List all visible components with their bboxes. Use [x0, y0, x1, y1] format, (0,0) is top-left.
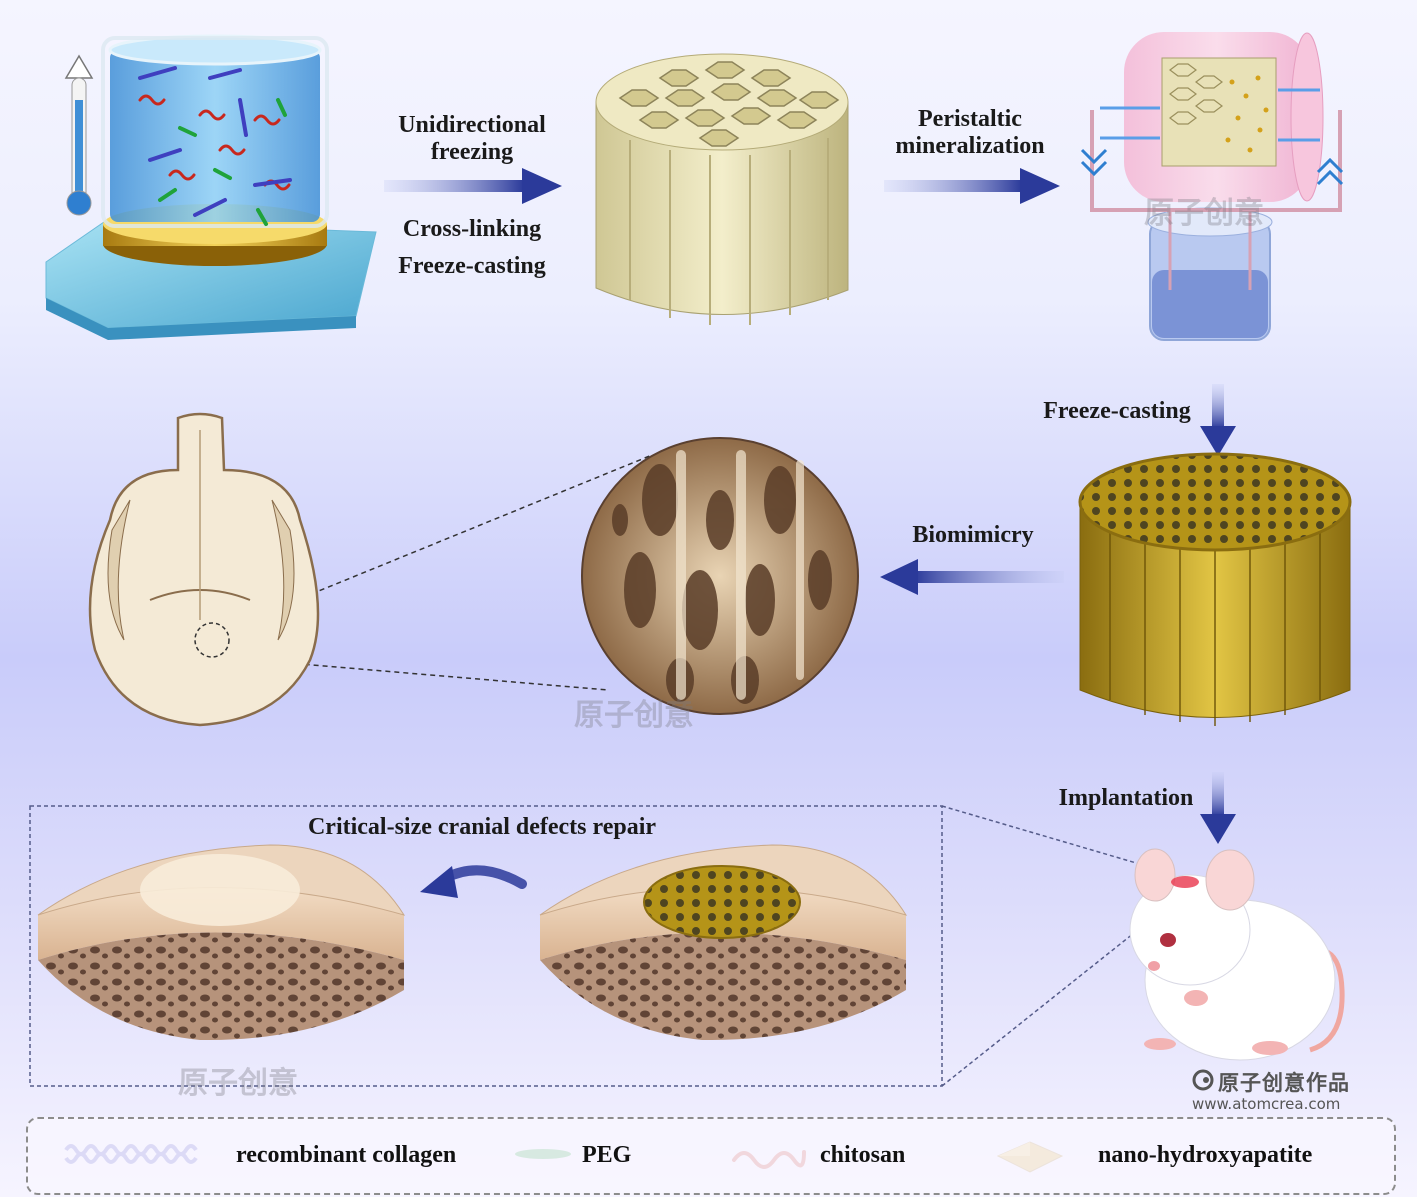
implanted-bone-slab-illustration: [539, 844, 908, 1040]
brand-logo: 原子创意作品 www.atomcrea.com: [1192, 1067, 1350, 1113]
mineralization-chamber-illustration: [1080, 32, 1344, 341]
honeycomb-scaffold-illustration: [595, 53, 849, 325]
arrow-right-icon: [884, 168, 1060, 204]
arrow-down-icon: [1200, 772, 1236, 844]
step-label-cross-linking: Cross-linking: [402, 216, 542, 242]
arrow-left-icon: [880, 559, 1064, 595]
watermark: 原子创意: [178, 1066, 298, 1101]
step-label-peristaltic-mineralization: Peristaltic mineralization: [895, 106, 1045, 159]
legend: [26, 1117, 1396, 1195]
legend-label-peg: PEG: [582, 1142, 632, 1168]
freezing-setup-illustration: [45, 34, 377, 340]
step-label-unidirectional-freezing: Unidirectional freezing: [398, 112, 546, 165]
step-label-freeze-casting: Freeze-casting: [398, 253, 546, 279]
curved-arrow-left-icon: [420, 865, 527, 898]
legend-label-chitosan: chitosan: [820, 1142, 906, 1168]
arrow-right-icon: [384, 168, 562, 204]
legend-label-hydroxyapatite: nano-hydroxyapatite: [1098, 1142, 1313, 1168]
bone-microstructure-illustration: [581, 437, 859, 715]
mineralized-scaffold-illustration: [1078, 452, 1352, 726]
skull-sketch-illustration: [88, 412, 320, 727]
legend-label-collagen: recombinant collagen: [236, 1142, 457, 1168]
step-label-freeze-casting-2: Freeze-casting: [1043, 398, 1191, 424]
mouse-illustration: [1129, 848, 1345, 1061]
thermometer-icon: [64, 54, 94, 216]
watermark: 原子创意: [1144, 196, 1264, 231]
step-label-biomimicry: Biomimicry: [912, 522, 1034, 548]
brand-name: 原子创意作品: [1218, 1071, 1350, 1095]
step-label-cranial-repair: Critical-size cranial defects repair: [307, 814, 657, 840]
step-label-implantation: Implantation: [1058, 785, 1194, 811]
brand-url: www.atomcrea.com: [1192, 1095, 1341, 1113]
healed-bone-slab-illustration: [37, 844, 406, 1040]
watermark: 原子创意: [574, 698, 694, 733]
brand-logo-icon: [1192, 1069, 1214, 1091]
arrow-down-icon: [1200, 384, 1236, 456]
